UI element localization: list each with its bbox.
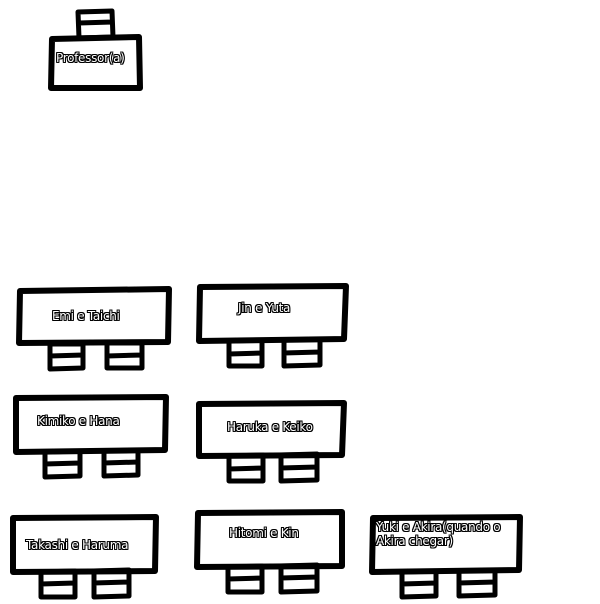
desk-7-table (369, 514, 523, 575)
teacher-desk (48, 34, 143, 91)
desk-7-chair-right (456, 567, 498, 599)
desk-6-chair-right (278, 562, 320, 595)
desk-2-label: Jin e Yuta (238, 301, 291, 315)
desk-4-label: Haruka e Keiko (227, 420, 313, 434)
desk-2-chair-right (281, 336, 323, 369)
desk-1-label: Emi e Taichi (52, 309, 120, 323)
desk-5-label: Takashi e Haruma (26, 538, 129, 552)
desk-5-chair-right (91, 567, 132, 600)
teacher-desk-label: Professor(a) (56, 51, 125, 65)
desk-4-table (196, 400, 347, 459)
student-desk-5 (10, 514, 159, 600)
desk-4-chair-right (278, 451, 320, 484)
student-desk-2 (196, 283, 349, 369)
student-desk-4 (196, 400, 347, 484)
desk-4-chair-left (226, 452, 266, 484)
desk-3-label: Kimiko e Hana (37, 414, 120, 428)
desk-1-chair-right (104, 340, 145, 371)
desk-3-table (13, 394, 169, 455)
desk-3-chair-left (42, 448, 83, 480)
desk-7-chair-left (399, 568, 439, 600)
desk-6-table (194, 509, 345, 570)
desk-6-chair-left (225, 563, 265, 595)
student-desk-1 (16, 286, 172, 372)
desk-7-label: Yuki e Akira(quando o Akira chegar) (376, 520, 501, 548)
student-desk-7 (369, 514, 523, 600)
desk-3-chair-right (101, 447, 141, 479)
desk-2-table (196, 283, 349, 344)
desk-1-chair-left (47, 341, 86, 372)
desk-5-chair-left (38, 568, 78, 600)
student-desk-3 (13, 394, 169, 480)
desk-2-chair-left (226, 337, 265, 369)
desk-6-label: Hitomi e Kin (229, 526, 299, 540)
desk-5-table (10, 514, 159, 575)
student-desk-6 (194, 509, 345, 595)
desk-1-table (16, 286, 172, 346)
teacher-chair (75, 8, 116, 41)
